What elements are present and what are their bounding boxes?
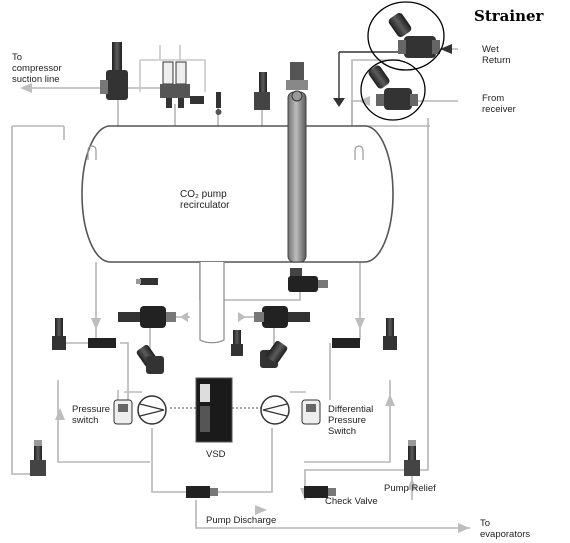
arrow-left-icon <box>20 83 32 93</box>
pressure-switch-label: Pressure switch <box>72 404 111 426</box>
pressure-gauge-icon <box>160 61 204 108</box>
liquid-well <box>199 262 225 344</box>
strainer-title: Strainer <box>474 7 544 25</box>
level-column <box>286 62 308 263</box>
well-valve-icon <box>231 330 243 356</box>
arrow-up-icon <box>55 408 65 420</box>
pump-left-icon <box>137 395 167 425</box>
arrow-up-icon <box>407 478 417 490</box>
column-valve-icon <box>288 268 328 292</box>
arrow-right-icon <box>238 312 246 322</box>
arrow-right-icon <box>255 505 267 515</box>
pressure-switch-icon <box>113 399 133 425</box>
service-valve-icon <box>215 92 222 115</box>
check-valve-icon <box>304 486 336 498</box>
pump-strainer-right-icon <box>260 340 288 368</box>
arrow-left-icon <box>358 96 370 106</box>
strainer-wet-return-icon <box>388 12 440 58</box>
discharge-valve-icon <box>186 486 218 498</box>
pipe-network <box>11 45 470 529</box>
pump-suction-valve-right-icon <box>254 306 310 328</box>
arrow-right-icon <box>458 523 470 533</box>
strainer-receiver-icon <box>368 65 418 110</box>
strainer-highlights <box>360 1 445 121</box>
pump-discharge-label: Pump Discharge <box>206 515 277 526</box>
stop-valve-icon <box>100 42 128 100</box>
safety-valve-icon <box>254 72 270 110</box>
vsd-label: VSD <box>206 449 226 460</box>
vessel-label: CO₂ pump recirculator <box>180 189 230 211</box>
to-compressor-label: To compressor suction line <box>12 52 62 85</box>
strainer-circle-bottom <box>360 59 426 121</box>
arrow-up-icon <box>385 394 395 406</box>
side-valve-right-icon <box>332 318 397 350</box>
arrow-down-icon <box>333 98 345 107</box>
recirculator-vessel <box>81 125 394 263</box>
flow-arrows <box>20 44 470 533</box>
check-valve-label: Check Valve <box>325 496 378 507</box>
side-valve-left-icon <box>52 318 116 350</box>
differential-pressure-switch-label: Differential Pressure Switch <box>328 404 374 437</box>
differential-pressure-switch-icon <box>301 399 321 425</box>
from-receiver-label: From receiver <box>482 93 516 115</box>
pump-relief-label: Pump Relief <box>384 483 436 494</box>
pump-right-icon <box>260 395 290 425</box>
arrow-down-icon <box>91 318 101 330</box>
vsd-drive-icon <box>195 377 233 443</box>
arrow-down-icon <box>355 318 365 330</box>
pump-suction-valve-left-icon <box>118 306 176 328</box>
strainer-circle-top <box>367 1 445 71</box>
pump-relief-valve-icon <box>404 440 420 476</box>
wet-return-label: Wet Return <box>482 44 511 66</box>
arrow-left-icon <box>180 312 188 322</box>
valve-components <box>30 12 440 498</box>
arrow-left-icon <box>440 44 452 54</box>
drain-valve-icon <box>136 278 158 285</box>
pump-strainer-left-icon <box>136 344 164 374</box>
to-evaporators-label: To evaporators <box>480 518 531 540</box>
relief-valve-left-icon <box>30 440 46 476</box>
